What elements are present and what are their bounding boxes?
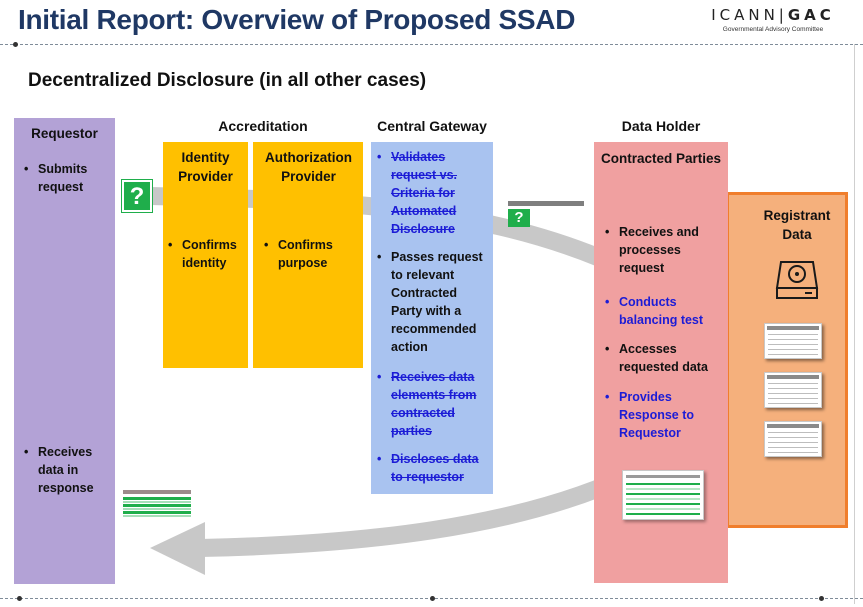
identity-provider-title: Identity Provider (178, 150, 233, 184)
contracted-bullet-provides: Provides Response to Requestor (605, 388, 723, 442)
contracted-bullet-balancing: Conducts balancing test (605, 293, 723, 329)
accreditation-label: Accreditation (218, 118, 308, 134)
registrant-data-box (726, 192, 848, 528)
question-mark-icon: ? (122, 180, 152, 212)
contracted-parties-title: Contracted Parties (600, 151, 722, 166)
gateway-bullet-passes: Passes request to relevant Contracted Pa… (377, 248, 491, 356)
footer-divider (0, 596, 863, 601)
slide-edge (854, 44, 855, 604)
received-data-icon (123, 490, 191, 518)
page-title: Initial Report: Overview of Proposed SSA… (18, 4, 576, 35)
gateway-bullet-validates: Validates request vs. Criteria for Autom… (377, 148, 489, 238)
authorization-provider-bullet: Confirms purpose (264, 236, 354, 272)
requestor-title: Requestor (31, 126, 98, 141)
central-gateway-label: Central Gateway (377, 118, 487, 134)
registrant-record-icon (764, 421, 822, 457)
header-divider (0, 42, 863, 47)
response-arrowhead (150, 522, 205, 575)
requestor-bullet-receives: Receives data in response (24, 443, 109, 497)
slide-subtitle: Decentralized Disclosure (in all other c… (28, 70, 427, 91)
data-holder-label: Data Holder (621, 118, 701, 134)
icann-gac-logo: ICANN|GAC Governmental Advisory Committe… (708, 6, 838, 33)
logo-subtitle: Governmental Advisory Committee (722, 26, 824, 33)
authorization-provider-title: Authorization Provider (265, 150, 352, 184)
logo-wordmark: ICANN|GAC (711, 6, 835, 24)
contracted-bullet-receives: Receives and processes request (605, 223, 723, 277)
response-data-icon (622, 470, 704, 520)
gateway-bullet-receives: Receives data elements from contracted p… (377, 368, 489, 440)
response-flow-arrow (199, 461, 645, 557)
registrant-data-title: Registrant Data (763, 208, 831, 242)
hard-drive-icon (775, 261, 819, 299)
identity-provider-bullet: Confirms identity (168, 236, 246, 272)
gateway-bullet-discloses: Discloses data to requestor (377, 450, 489, 486)
registrant-record-icon (764, 323, 822, 359)
question-mark-icon: ? (508, 209, 530, 227)
requestor-bullet-submits: Submits request (24, 160, 109, 196)
forwarded-request-icon: ? (508, 201, 586, 227)
registrant-record-icon (764, 372, 822, 408)
contracted-bullet-accesses: Accesses requested data (605, 340, 723, 376)
